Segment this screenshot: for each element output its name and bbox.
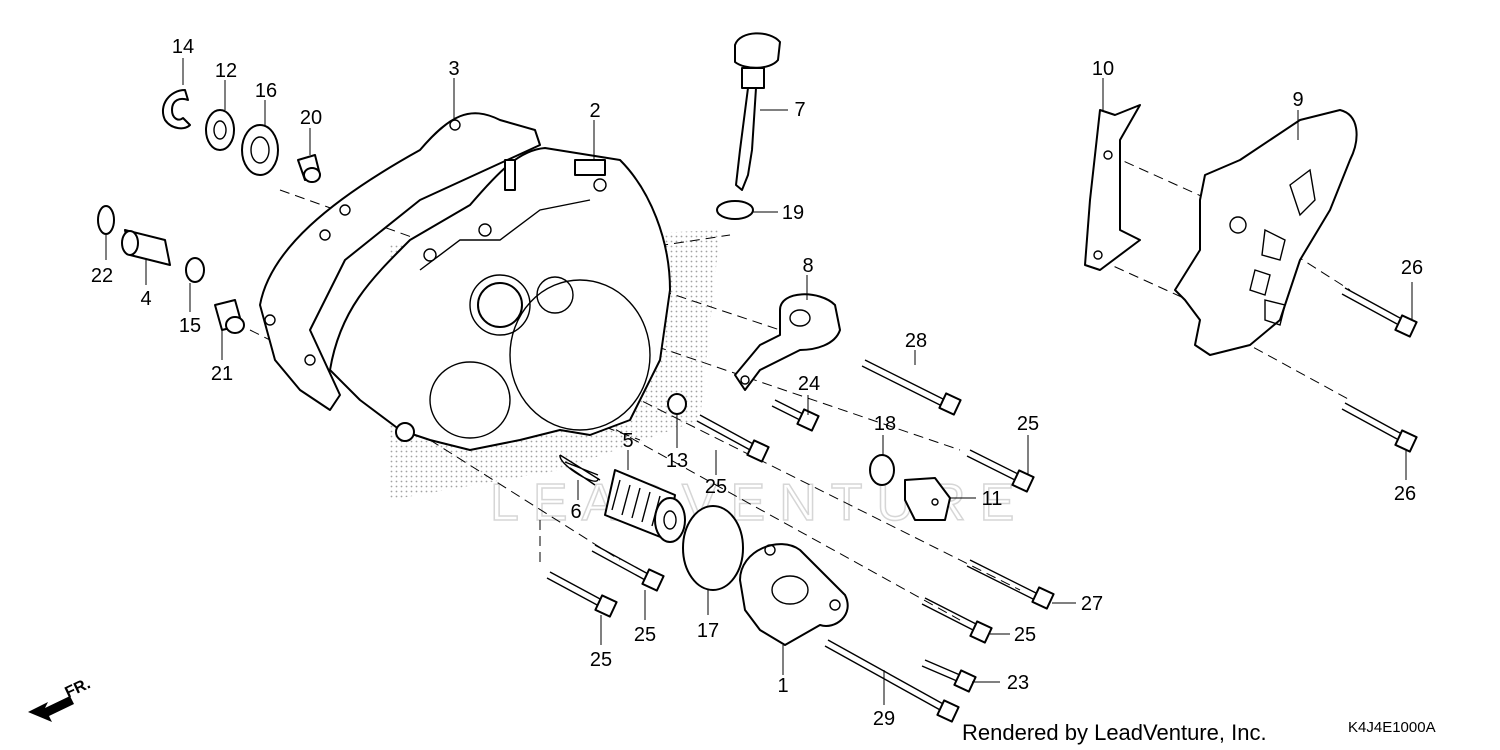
callout-27: 27 <box>1081 593 1103 615</box>
callout-25-lower-right: 25 <box>1014 624 1036 646</box>
bolt-23 <box>921 659 977 693</box>
washer-part-12 <box>205 109 235 151</box>
callout-24: 24 <box>798 373 820 395</box>
callout-6: 6 <box>570 501 581 523</box>
clip-part-22 <box>97 205 115 235</box>
callout-28: 28 <box>905 330 927 352</box>
callout-3: 3 <box>448 58 459 80</box>
callout-25-lower-left: 25 <box>634 624 656 646</box>
callout-8: 8 <box>802 255 813 277</box>
bolt-26-bottom <box>1341 402 1418 453</box>
callout-15: 15 <box>179 315 201 337</box>
callout-25-right: 25 <box>1017 413 1039 435</box>
filter-cover-part-1 <box>739 543 849 646</box>
o-ring-part-15 <box>185 257 205 283</box>
o-ring-part-18 <box>869 454 895 486</box>
o-ring-part-19 <box>716 200 754 220</box>
callout-14: 14 <box>172 36 194 58</box>
callout-9: 9 <box>1292 89 1303 111</box>
bracket-part-8 <box>734 293 841 391</box>
callout-17: 17 <box>697 620 719 642</box>
dowel-part-20 <box>297 154 321 183</box>
pin-part-4 <box>121 229 171 266</box>
callout-11: 11 <box>982 488 1003 510</box>
callouts: 1 2 3 4 5 6 7 8 9 10 11 12 13 14 15 16 1… <box>91 36 1423 730</box>
callout-18: 18 <box>874 413 896 435</box>
bolt-29 <box>824 639 960 723</box>
bolt-28 <box>861 359 962 416</box>
callout-13: 13 <box>666 450 688 472</box>
gasket-part-10 <box>1084 104 1141 271</box>
callout-25-center: 25 <box>705 476 727 498</box>
bolt-27 <box>966 559 1055 610</box>
dipstick-part-7 <box>734 32 781 191</box>
seal-part-16 <box>241 124 279 176</box>
dowel-part-21 <box>214 299 245 334</box>
callout-22: 22 <box>91 265 113 287</box>
callout-20: 20 <box>300 107 322 129</box>
bolt-25-lower-right <box>921 597 993 644</box>
front-label: FR. <box>63 675 94 701</box>
bolts <box>395 287 1418 723</box>
bolt-25-center <box>696 414 770 463</box>
bolt-25-lower-left <box>591 544 665 592</box>
callout-2: 2 <box>589 100 600 122</box>
o-ring-part-17 <box>682 505 744 591</box>
callout-16: 16 <box>255 80 277 102</box>
callout-26-bottom: 26 <box>1394 483 1416 505</box>
figure-code: K4J4E1000A <box>1348 719 1436 736</box>
callout-19: 19 <box>782 202 804 224</box>
credit-text: Rendered by LeadVenture, Inc. <box>962 720 1267 745</box>
spring-part-6 <box>559 454 601 486</box>
plug-part-11 <box>904 477 951 521</box>
callout-26-top: 26 <box>1401 257 1423 279</box>
callout-23: 23 <box>1007 672 1029 694</box>
crankcase-cover-part-2 <box>329 147 671 451</box>
bolt-28-left-dowel <box>395 422 415 442</box>
callout-7: 7 <box>794 99 805 121</box>
bolt-25-far-left <box>546 571 618 618</box>
front-direction-arrow: FR. <box>28 675 93 722</box>
bolt-25-right <box>966 449 1035 493</box>
leader-lines <box>105 58 1413 705</box>
callout-1: 1 <box>777 675 788 697</box>
callout-12: 12 <box>215 60 237 82</box>
washer-part-13 <box>667 393 687 415</box>
callout-10: 10 <box>1092 58 1114 80</box>
callout-21: 21 <box>211 363 233 385</box>
circlip-part-14 <box>162 89 191 130</box>
callout-25-far-left: 25 <box>590 649 612 671</box>
callout-5: 5 <box>622 430 633 452</box>
callout-4: 4 <box>140 288 151 310</box>
callout-29: 29 <box>873 708 895 730</box>
gasket-part-3 <box>259 112 541 411</box>
sprocket-cover-part-9 <box>1174 109 1358 356</box>
bolt-24 <box>771 399 820 432</box>
oil-filter-part-5 <box>604 469 686 543</box>
bolt-26-top <box>1341 287 1418 338</box>
